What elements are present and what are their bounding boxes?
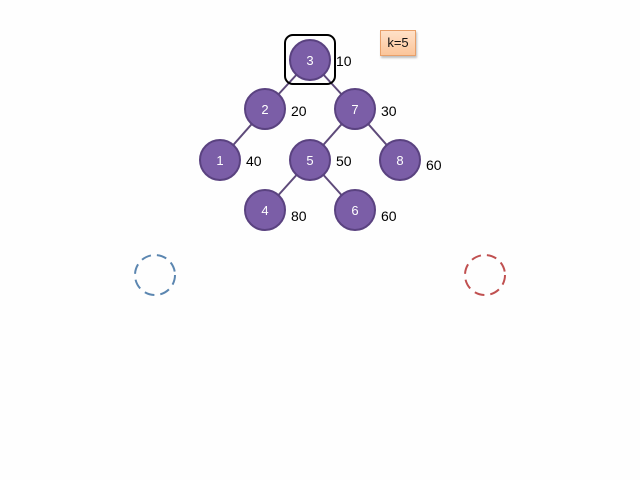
node-circle	[379, 139, 421, 181]
node-weight: 50	[336, 153, 352, 169]
dashed-circle-left	[134, 254, 176, 296]
node-weight: 60	[381, 208, 397, 224]
node-circle	[289, 39, 331, 81]
node-circle	[289, 139, 331, 181]
k-label: k=5	[380, 30, 416, 56]
node-circle	[244, 189, 286, 231]
node-weight: 20	[291, 103, 307, 119]
node-label: 2	[261, 102, 268, 117]
tree-node-4: 4 80	[244, 189, 307, 231]
node-weight: 30	[381, 103, 397, 119]
node-label: 7	[351, 102, 358, 117]
tree-node-3: 3 10	[289, 39, 352, 81]
node-label: 6	[351, 203, 358, 218]
node-label: 4	[261, 203, 268, 218]
node-label: 5	[306, 153, 313, 168]
node-label: 8	[396, 153, 403, 168]
highlight-box	[284, 34, 336, 85]
node-weight: 10	[336, 53, 352, 69]
tree-node-1: 1 40	[199, 139, 262, 181]
node-weight: 80	[291, 208, 307, 224]
node-circle	[244, 88, 286, 130]
tree-node-8: 8 60	[379, 139, 442, 181]
node-circle	[334, 88, 376, 130]
node-weight: 40	[246, 153, 262, 169]
tree-node-7: 7 30	[334, 88, 397, 130]
tree-node-6: 6 60	[334, 189, 397, 231]
node-circle	[199, 139, 241, 181]
node-weight: 60	[426, 157, 442, 173]
tree-node-2: 2 20	[244, 88, 307, 130]
node-label: 1	[216, 153, 223, 168]
tree-node-5: 5 50	[289, 139, 352, 181]
node-label: 3	[306, 53, 313, 68]
node-circle	[334, 189, 376, 231]
dashed-circle-right	[464, 254, 506, 296]
